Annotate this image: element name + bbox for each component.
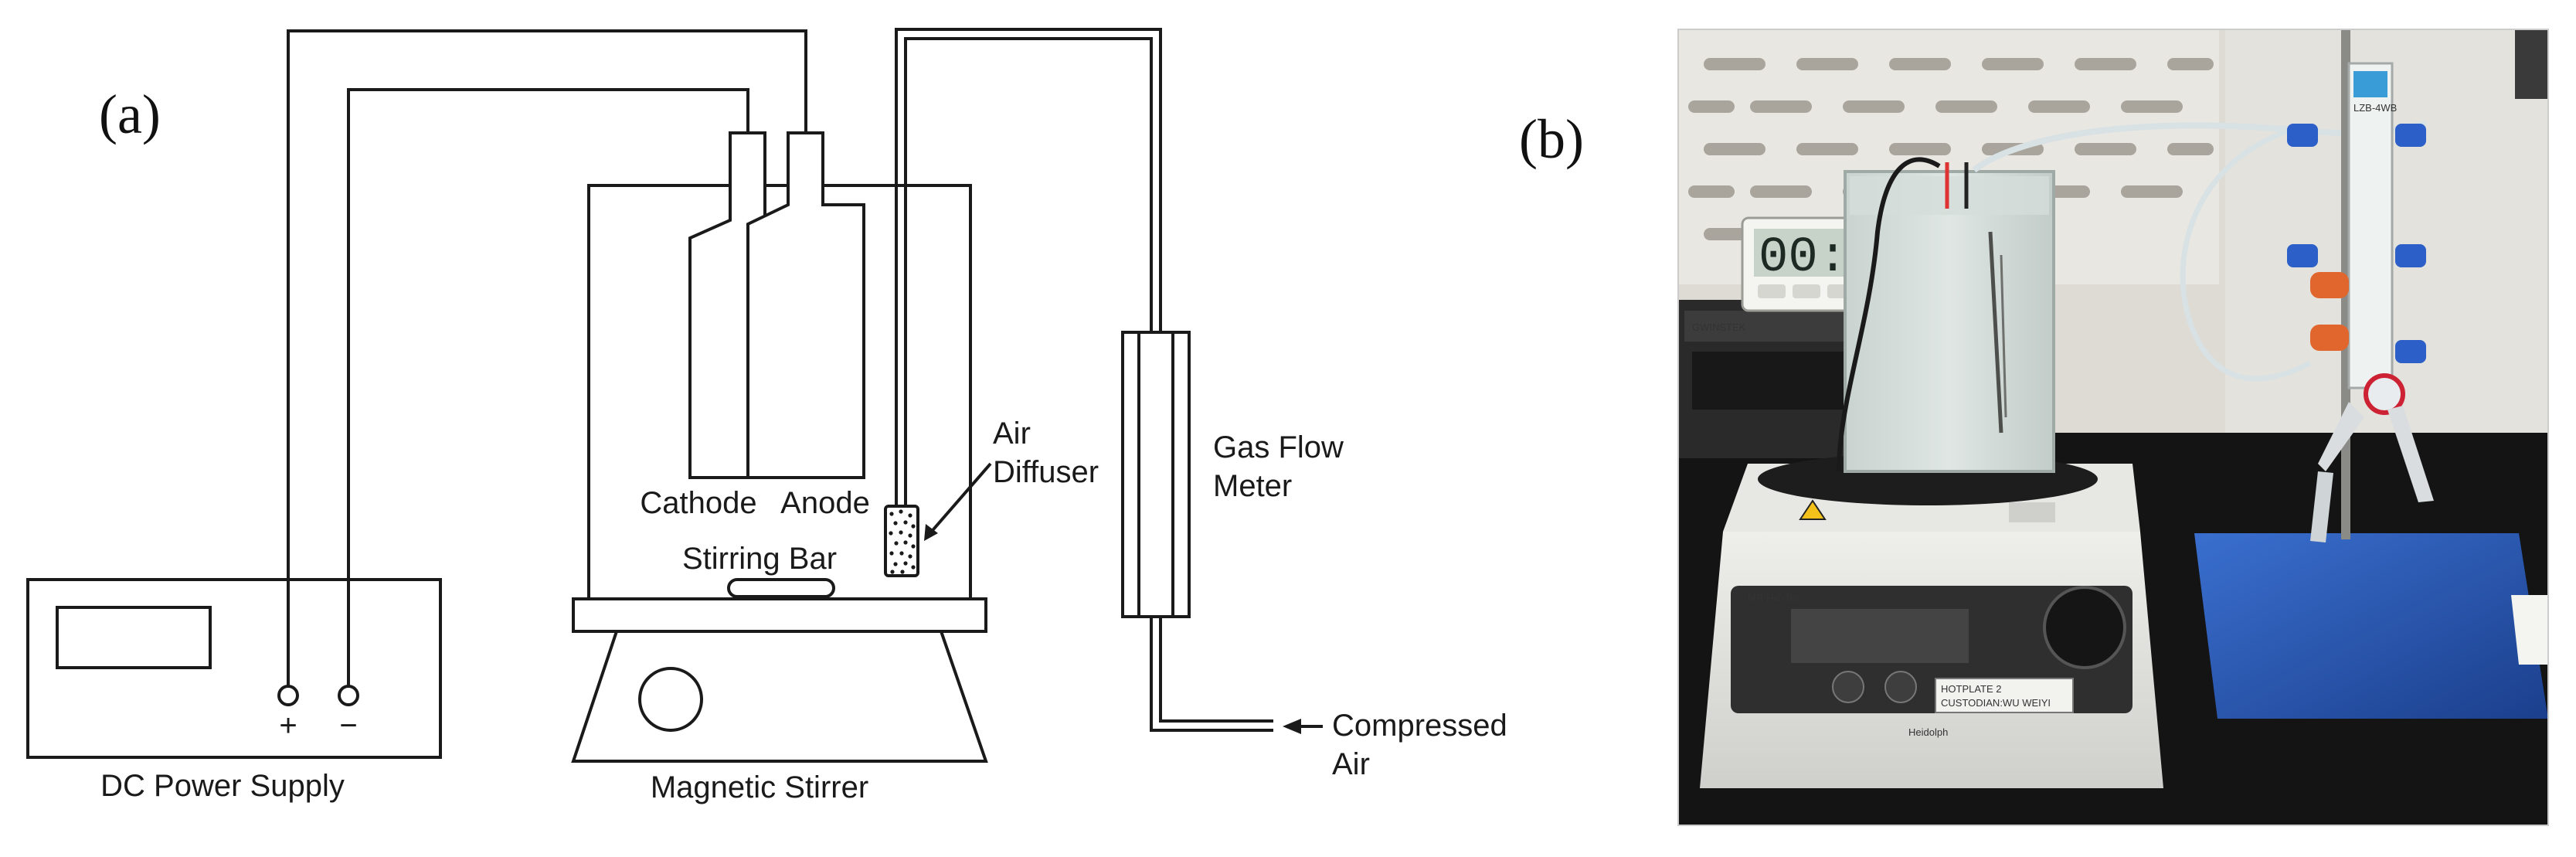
inlet-tube-outer	[1150, 617, 1273, 732]
wall-fixture	[2515, 29, 2548, 99]
air-diffuser-label-2: Diffuser	[993, 455, 1099, 489]
flow-meter-body	[1121, 331, 1191, 618]
hotplate-tag-line1: HOTPLATE 2	[1941, 683, 2002, 695]
hotplate-tag	[1935, 678, 2074, 713]
photo-reactor-tank	[1837, 157, 2055, 473]
compressed-air-label-1: Compressed	[1332, 709, 1507, 743]
electrode-cable	[1837, 157, 1941, 472]
hotplate-model: MR Hei-Tec	[1748, 592, 1800, 604]
photo-retort-stand: LZB-4WB	[2194, 29, 2548, 719]
dc-power-supply: + − DC Power Supply	[26, 578, 442, 803]
hotplate-tag-line2: CUSTODIAN:WU WEIYI	[1941, 697, 2051, 709]
hotplate-display	[1791, 609, 1969, 663]
air-tube-outer	[895, 28, 1162, 506]
gas-flow-meter-label-2: Meter	[1213, 469, 1292, 503]
hotplate-knob	[2043, 586, 2126, 669]
gas-flow-meter-label-1: Gas Flow	[1213, 430, 1344, 464]
negative-terminal	[338, 685, 359, 706]
cathode-label: Cathode	[640, 486, 756, 520]
stand-base	[2194, 533, 2548, 719]
compressed-air-label-2: Air	[1332, 747, 1370, 781]
anode-plate	[746, 131, 865, 479]
wire-negative	[347, 88, 749, 686]
stirrer-plate	[572, 597, 987, 633]
tank-body	[1844, 170, 2055, 473]
inlet-tube-inner	[1159, 617, 1273, 723]
magnetic-stirrer: Magnetic Stirrer	[571, 597, 988, 804]
wire-positive	[287, 29, 807, 686]
compressed-air-inlet: Compressed Air	[1150, 617, 1507, 781]
power-supply-label: DC Power Supply	[100, 769, 345, 803]
minus-sign: −	[339, 709, 357, 743]
air-supply-tube	[895, 28, 1162, 506]
stirrer-base	[571, 630, 988, 763]
panel-a: (a) + − DC Power Supply Cathode Anode	[26, 28, 1507, 804]
hotplate-brand: Heidolph	[1908, 726, 1948, 738]
lab-photo: GWINSTEK 00:00 MR Hei-Tec	[1677, 29, 2549, 826]
photo-hotplate: MR Hei-Tec HOTPLATE 2 CUSTODIAN:WU WEIYI…	[1700, 453, 2163, 788]
diffuser-arrow-head	[924, 524, 938, 541]
psu-brand: GWINSTEK	[1692, 321, 1746, 333]
air-diffuser: Air Diffuser	[884, 417, 1099, 577]
flowmeter-tag: LZB-4WB	[2353, 102, 2397, 114]
plus-sign: +	[279, 709, 297, 743]
stirring-bar-label: Stirring Bar	[682, 542, 837, 576]
stirrer-knob	[638, 667, 703, 732]
photo-frame	[1677, 29, 2549, 826]
stirring-bar	[727, 578, 835, 598]
diffuser-arrow-line	[927, 462, 992, 536]
inlet-arrow-head	[1283, 719, 1301, 734]
panel-a-label: (a)	[99, 83, 161, 145]
magnetic-stirrer-label: Magnetic Stirrer	[651, 770, 868, 804]
gas-flow-meter: Gas Flow Meter	[1121, 331, 1344, 618]
air-tube-inner	[904, 37, 1153, 506]
anode-electrode	[746, 131, 865, 479]
panel-b-label: (b)	[1519, 108, 1584, 170]
power-supply-display	[56, 606, 212, 669]
panel-b: (b)	[1519, 29, 2549, 826]
anode-label: Anode	[780, 486, 870, 520]
air-diffuser-label-1: Air	[993, 417, 1031, 451]
positive-terminal	[277, 685, 299, 706]
electrode-wires	[287, 29, 807, 686]
